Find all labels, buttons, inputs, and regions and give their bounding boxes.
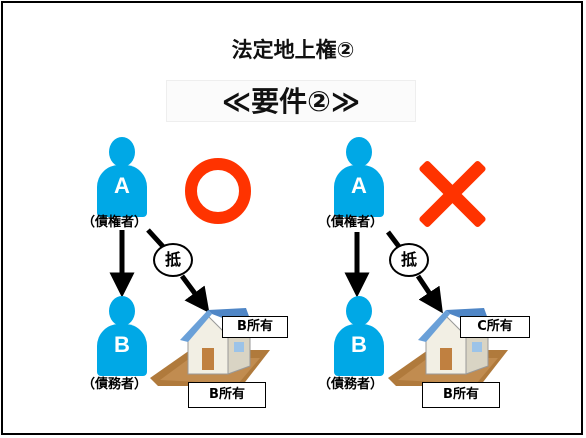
left-mortgage-bubble: 抵 [153, 243, 193, 277]
left-debtor-body [97, 324, 147, 376]
right-debtor-role: （債務者） [318, 377, 384, 392]
left-creditor-head [109, 137, 135, 167]
left-creditor-role: （債権者） [82, 215, 148, 230]
right-mortgage-bubble: 抵 [389, 243, 429, 277]
right-house-owner-label: C所有 [460, 316, 530, 338]
right-land-owner-label: B所有 [422, 382, 500, 408]
right-debtor-icon: B [334, 296, 384, 376]
right-debtor-head [346, 296, 372, 326]
left-creditor-body [97, 165, 147, 217]
right-debtor-body [334, 324, 384, 376]
right-creditor-role: （債権者） [318, 215, 384, 230]
right-creditor-icon: A [334, 137, 384, 217]
right-creditor-body [334, 165, 384, 217]
slide-title: 法定地上権② [231, 38, 355, 62]
right-creditor-letter: A [351, 173, 367, 198]
invalid-cross-icon [418, 159, 487, 229]
right-creditor-head [346, 137, 372, 167]
left-debtor-head [109, 296, 135, 326]
left-debtor-icon: B [97, 296, 147, 376]
right-debtor-letter: B [351, 332, 367, 357]
slide-subtitle: ≪要件②≫ [166, 80, 416, 122]
left-land-owner-label: B所有 [188, 382, 266, 408]
left-house-owner-label: B所有 [222, 316, 288, 338]
left-creditor-icon: A [97, 137, 147, 217]
left-creditor-letter: A [114, 173, 130, 198]
right-house-icon [388, 308, 508, 386]
valid-circle-icon [185, 158, 251, 224]
left-debtor-letter: B [114, 332, 130, 357]
left-debtor-role: （債務者） [82, 377, 148, 392]
